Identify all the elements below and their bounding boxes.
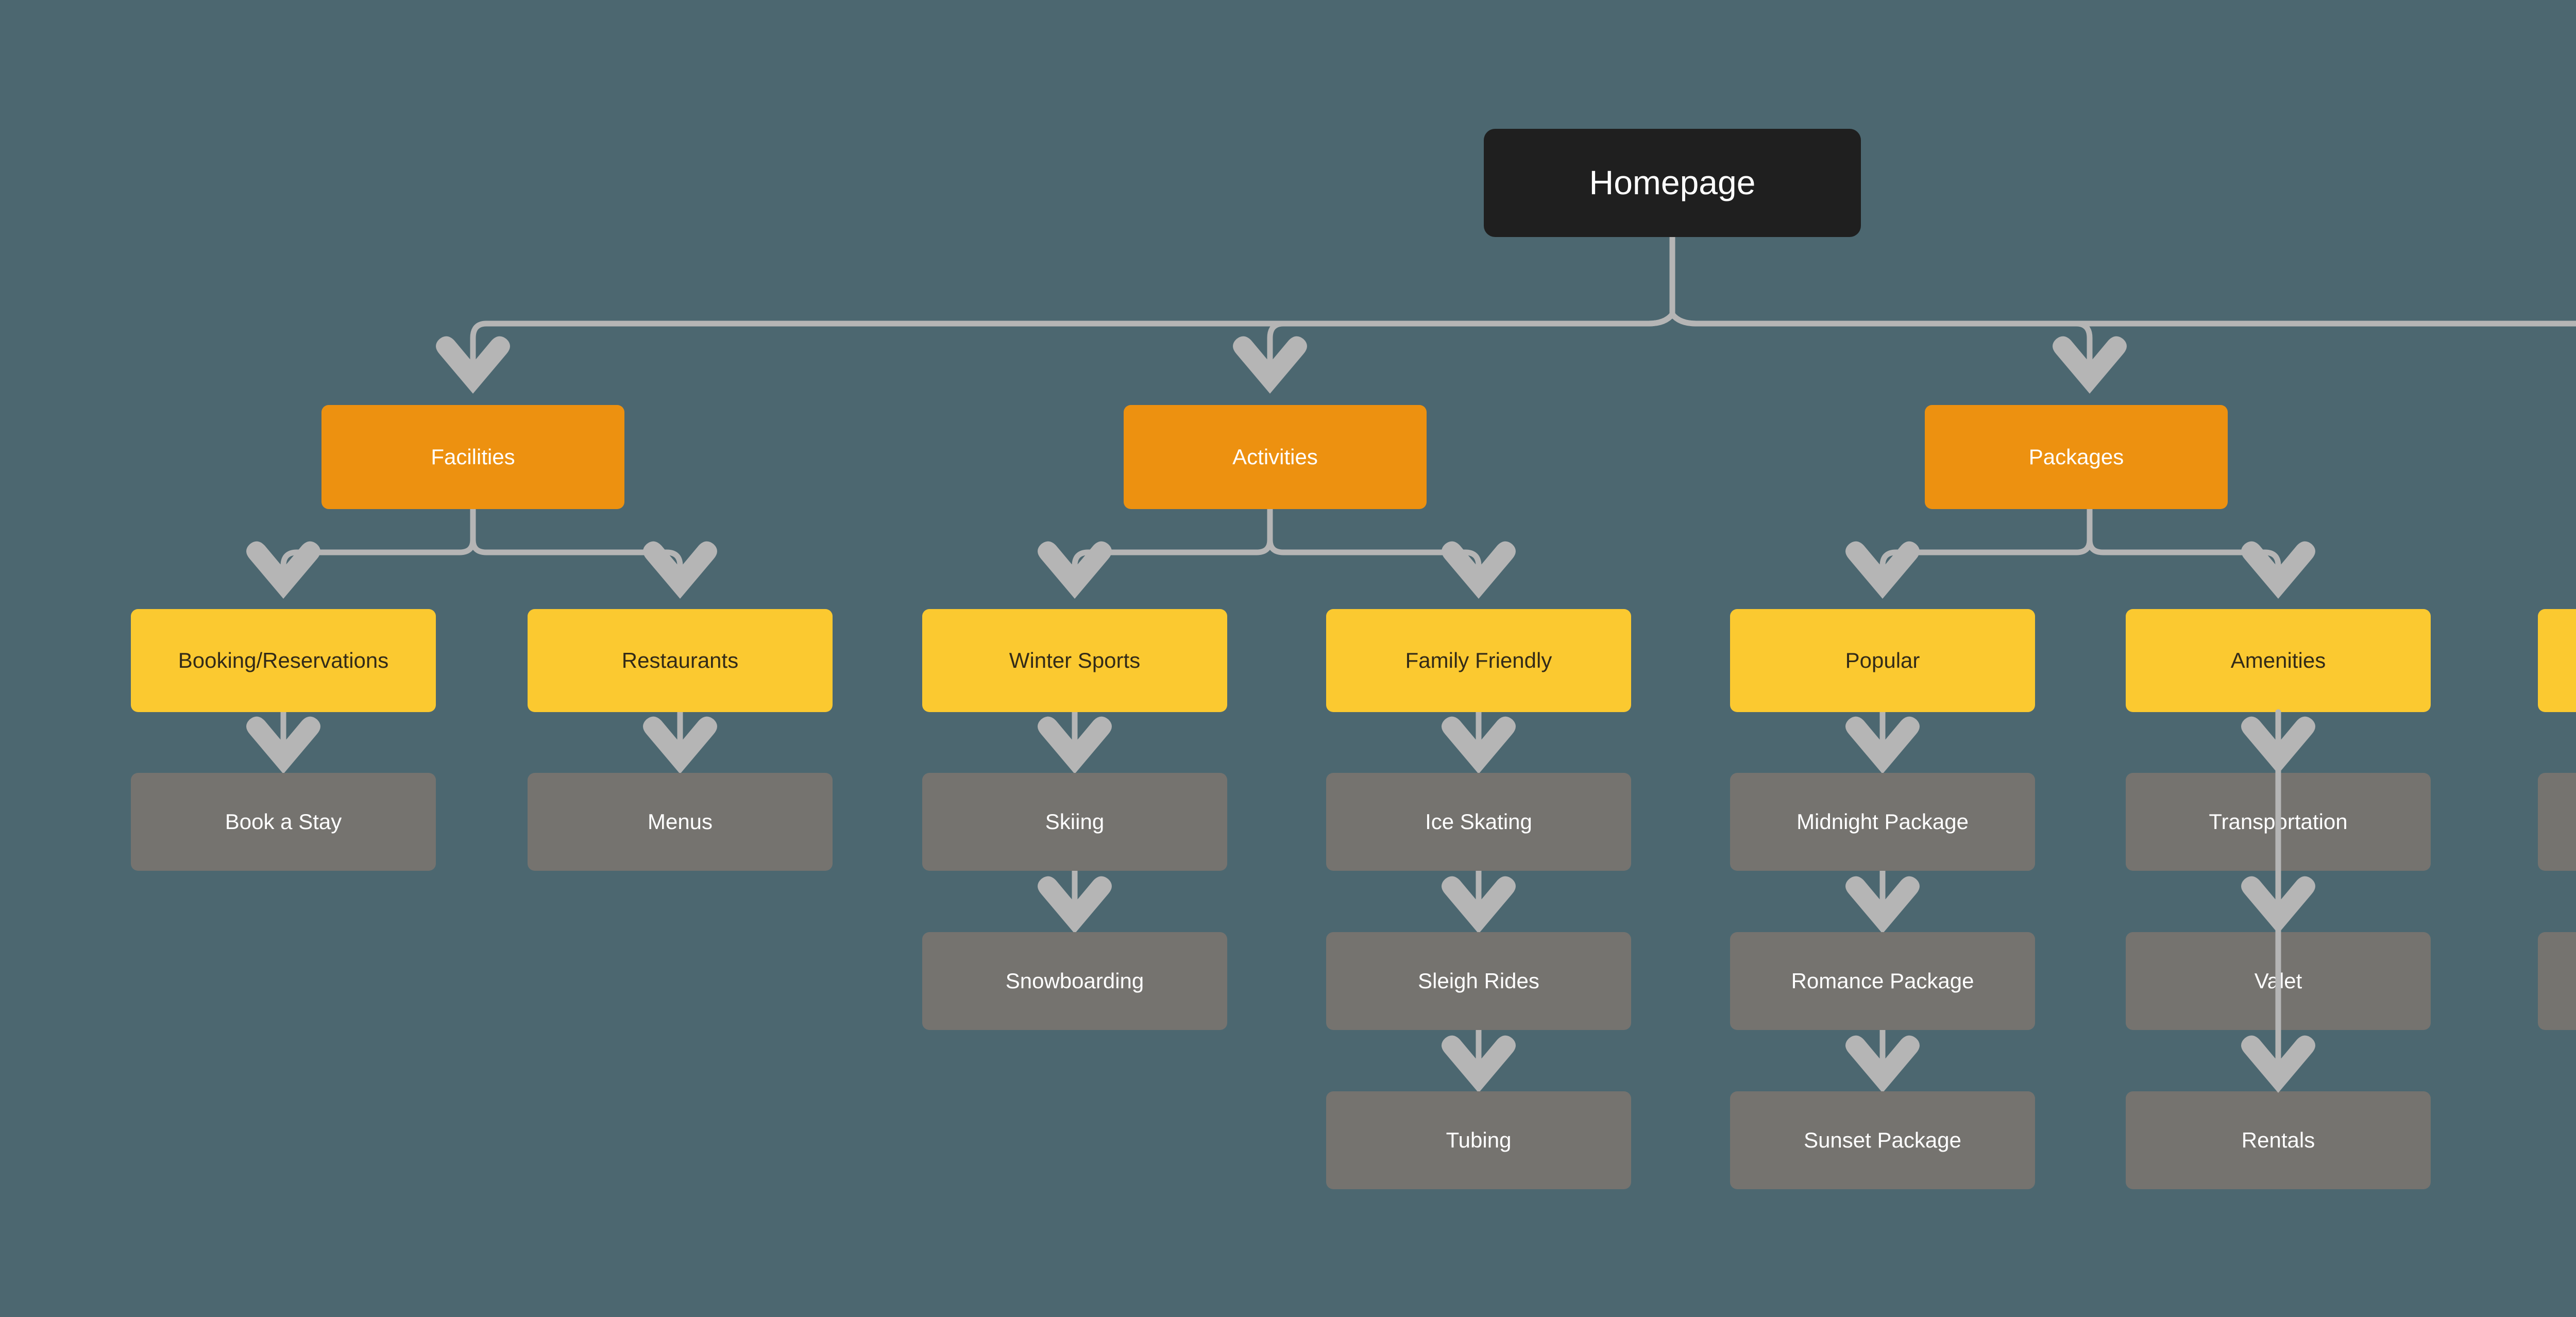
node-label: Booking/Reservations <box>178 648 389 672</box>
node-label: Activities <box>1232 444 1318 469</box>
arrowhead-family-friendly <box>1442 541 1516 599</box>
node-label: Ice Skating <box>1425 809 1532 834</box>
node-label: Family Friendly <box>1405 648 1552 672</box>
arrowhead-activities <box>1233 336 1307 394</box>
node-label: Valet <box>2254 968 2302 993</box>
node-label: Book a Stay <box>225 809 342 834</box>
node-label: Popular <box>1845 648 1920 672</box>
node-label: Homepage <box>1589 163 1756 202</box>
node-amenities[interactable]: Amenities <box>2126 609 2431 712</box>
node-label: Rentals <box>2241 1127 2315 1152</box>
arrowhead-sleigh-rides <box>1442 876 1516 934</box>
node-label: Snowboarding <box>1005 968 1144 993</box>
node-label: Transportation <box>2209 809 2348 834</box>
node-label: Skiing <box>1045 809 1105 834</box>
node-restaurants[interactable]: Restaurants <box>528 609 833 712</box>
node-label: Tubing <box>1446 1127 1512 1152</box>
arrowhead-popular <box>1845 541 1920 599</box>
node-valet[interactable]: Valet <box>2126 932 2431 1030</box>
arrowhead-facilities <box>436 336 510 394</box>
node-label: Packages <box>2028 444 2124 469</box>
node-tubing[interactable]: Tubing <box>1326 1091 1631 1189</box>
arrowhead-skiing <box>1038 716 1112 774</box>
node-activities[interactable]: Activities <box>1124 405 1427 509</box>
arrowhead-midnight-package <box>1845 716 1920 774</box>
edge-packages-to-amenities <box>2087 506 2281 590</box>
node-sleigh-rides[interactable]: Sleigh Rides <box>1326 932 1631 1030</box>
node-contact-form[interactable]: Contact Form <box>2538 609 2576 712</box>
node-label: Winter Sports <box>1009 648 1141 672</box>
node-booking-reservations[interactable]: Booking/Reservations <box>131 609 436 712</box>
arrowhead-rentals <box>2241 1035 2315 1093</box>
node-packages[interactable]: Packages <box>1925 405 2228 509</box>
node-label: Amenities <box>2230 648 2326 672</box>
arrowhead-tubing <box>1442 1035 1516 1093</box>
edge-root-to-contact <box>1669 311 2576 327</box>
edge-root-to-packages <box>1669 311 2093 385</box>
arrowhead-valet <box>2241 876 2315 934</box>
edge-packages-to-popular <box>1879 506 2093 590</box>
node-snowboarding[interactable]: Snowboarding <box>922 932 1227 1030</box>
node-label: Midnight Package <box>1797 809 1969 834</box>
node-rentals[interactable]: Rentals <box>2126 1091 2431 1189</box>
arrowhead-transportation <box>2241 716 2315 774</box>
arrowhead-book-a-stay <box>246 716 320 774</box>
arrowhead-snowboarding <box>1038 876 1112 934</box>
node-label: Sunset Package <box>1804 1127 1961 1152</box>
edge-activities-to-winter-sports <box>1072 506 1273 590</box>
arrowhead-ice-skating <box>1442 716 1516 774</box>
node-transportation[interactable]: Transportation <box>2126 773 2431 871</box>
node-homepage[interactable]: Homepage <box>1484 129 1861 237</box>
arrowhead-restaurants <box>643 541 717 599</box>
node-ice-skating[interactable]: Ice Skating <box>1326 773 1631 871</box>
arrowhead-packages <box>2053 336 2127 394</box>
node-inquires[interactable]: Inquires <box>2538 932 2576 1030</box>
node-sunset-package[interactable]: Sunset Package <box>1730 1091 2035 1189</box>
arrowhead-booking <box>246 541 320 599</box>
node-menus[interactable]: Menus <box>528 773 833 871</box>
node-label: Sleigh Rides <box>1418 968 1539 993</box>
edge-activities-to-family-friendly <box>1267 506 1482 590</box>
node-book-a-stay[interactable]: Book a Stay <box>131 773 436 871</box>
edge-root-to-activities <box>1267 311 1675 385</box>
edge-facilities-to-booking <box>280 506 476 590</box>
node-feedback[interactable]: Feedback <box>2538 773 2576 871</box>
arrowhead-menus <box>643 716 717 774</box>
node-family-friendly[interactable]: Family Friendly <box>1326 609 1631 712</box>
arrowhead-amenities <box>2241 541 2315 599</box>
node-label: Menus <box>647 809 713 834</box>
node-label: Facilities <box>431 444 515 469</box>
node-winter-sports[interactable]: Winter Sports <box>922 609 1227 712</box>
node-popular[interactable]: Popular <box>1730 609 2035 712</box>
arrowhead-winter-sports <box>1038 541 1112 599</box>
edge-facilities-to-restaurants <box>470 506 683 590</box>
node-skiing[interactable]: Skiing <box>922 773 1227 871</box>
node-label: Romance Package <box>1791 968 1974 993</box>
arrowhead-romance-package <box>1845 876 1920 934</box>
arrowhead-sunset-package <box>1845 1035 1920 1093</box>
node-romance-package[interactable]: Romance Package <box>1730 932 2035 1030</box>
node-label: Restaurants <box>621 648 739 672</box>
node-midnight-package[interactable]: Midnight Package <box>1730 773 2035 871</box>
edge-root-to-facilities <box>470 311 1675 385</box>
node-facilities[interactable]: Facilities <box>321 405 624 509</box>
